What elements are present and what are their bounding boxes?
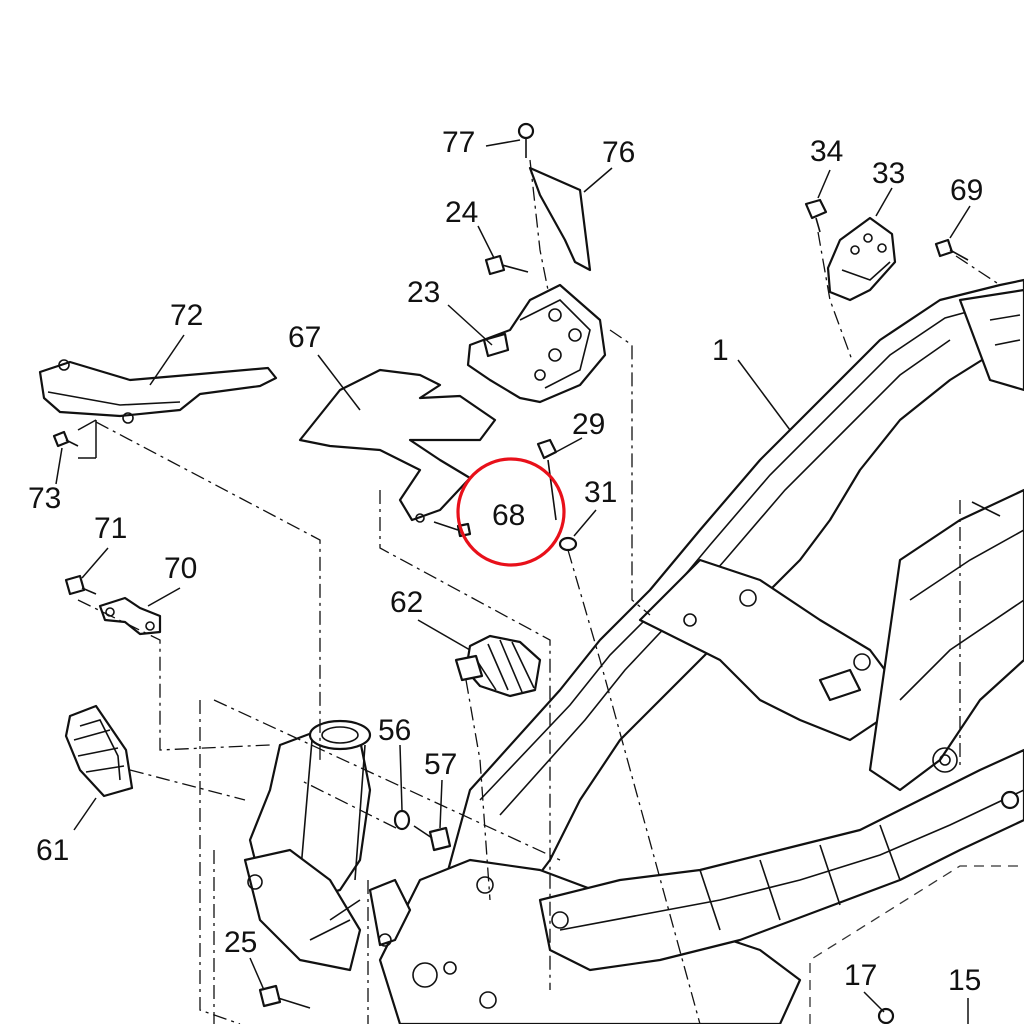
part-72-bracket — [38, 359, 278, 424]
leader-lines — [55, 139, 971, 1024]
callout-17: 17 — [844, 959, 877, 992]
callout-29: 29 — [572, 408, 605, 441]
callout-70: 70 — [164, 552, 197, 585]
callout-73: 73 — [28, 482, 61, 515]
callout-72: 72 — [170, 299, 203, 332]
callout-56: 56 — [378, 714, 411, 747]
callout-33: 33 — [872, 157, 905, 190]
callout-34: 34 — [810, 135, 843, 168]
part-62-damper — [454, 634, 542, 698]
head-tube-bracket — [243, 719, 412, 972]
highlight-circle — [456, 457, 566, 567]
fasteners — [52, 122, 1020, 1024]
callout-31: 31 — [584, 476, 617, 509]
part-76-plate — [528, 166, 592, 272]
callout-76: 76 — [602, 136, 635, 169]
callout-61: 61 — [36, 834, 69, 867]
callout-15: 15 — [948, 964, 981, 997]
callout-77: 77 — [442, 126, 475, 159]
callout-24: 24 — [445, 196, 478, 229]
callout-62: 62 — [390, 586, 423, 619]
callout-69: 69 — [950, 174, 983, 207]
callout-57: 57 — [424, 748, 457, 781]
part-33-bracket — [826, 216, 897, 302]
assembly-lines — [77, 159, 1001, 1024]
callout-1: 1 — [712, 334, 729, 367]
callout-23: 23 — [407, 276, 440, 309]
part-23-mount — [466, 283, 607, 404]
callout-67: 67 — [288, 321, 321, 354]
part-67-plate — [298, 368, 497, 523]
callout-labels: 1 15 17 23 24 25 29 31 33 34 56 57 61 62… — [28, 126, 983, 997]
callout-25: 25 — [224, 926, 257, 959]
callout-71: 71 — [94, 512, 127, 545]
part-70-clamp — [98, 596, 162, 636]
subassembly-box — [809, 865, 1024, 1024]
callout-68: 68 — [492, 499, 525, 532]
main-frame — [378, 278, 1024, 1024]
part-61-grommet — [64, 704, 134, 798]
